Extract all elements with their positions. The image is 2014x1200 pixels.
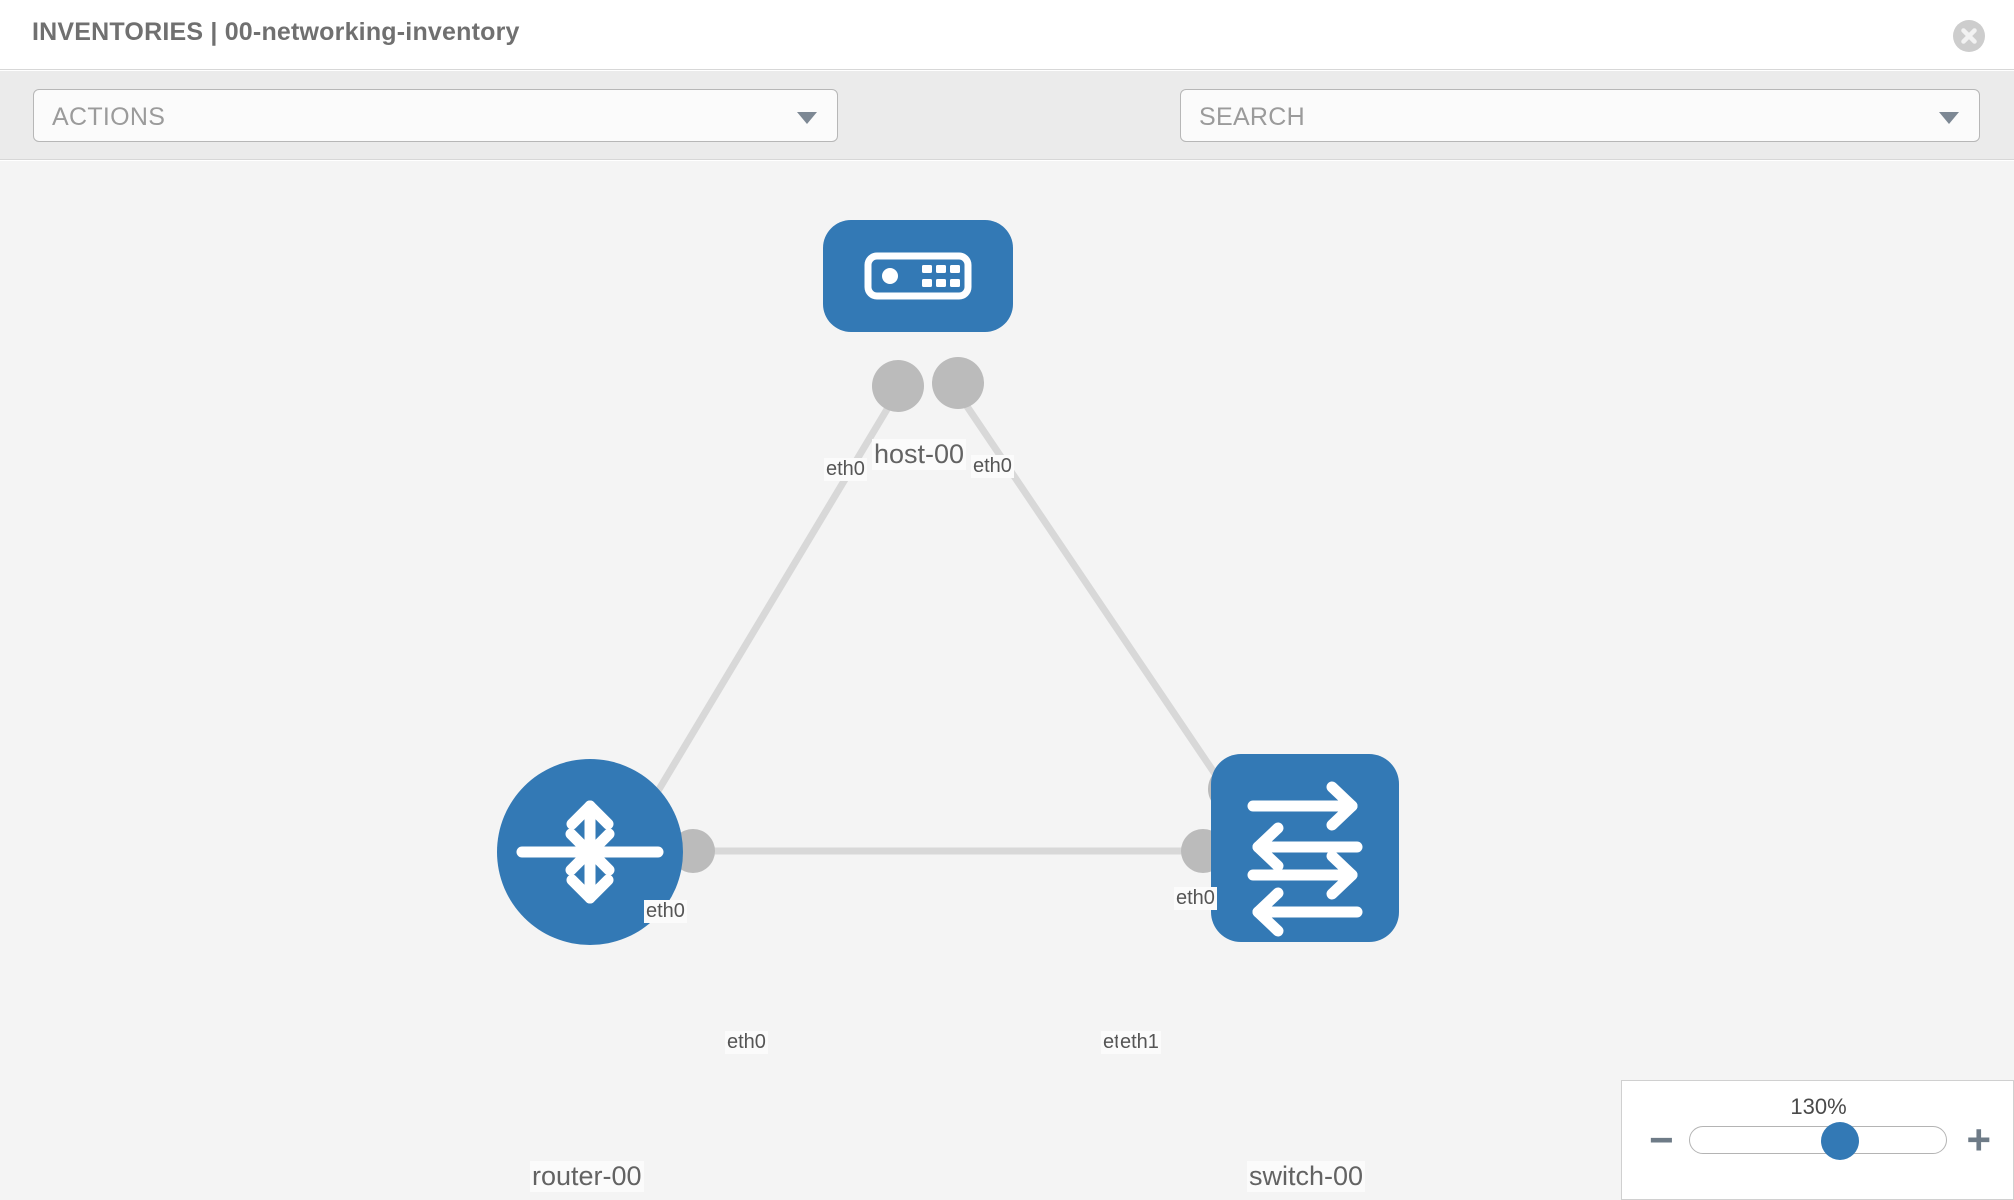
actions-dropdown-label: ACTIONS	[52, 103, 166, 131]
search-placeholder-label: SEARCH	[1199, 103, 1305, 131]
page-header: INVENTORIES | 00-networking-inventory	[0, 0, 2014, 70]
actions-dropdown[interactable]: ACTIONS	[33, 89, 838, 142]
topology-graph	[497, 220, 1399, 945]
edge-label-switch-to-router: eth1	[1118, 1031, 1161, 1054]
edge-label-host-to-router: eth0	[824, 458, 867, 481]
edge-label-switch-to-host: eth0	[1174, 887, 1217, 910]
node-label-router-00: router-00	[530, 1161, 644, 1192]
edge-label-router-to-switch: eth0	[725, 1031, 768, 1054]
topology-connectors	[671, 357, 1256, 873]
connector-host-right	[932, 357, 984, 409]
zoom-slider-thumb[interactable]	[1820, 1122, 1859, 1160]
zoom-level-value: 130%	[1790, 1094, 1847, 1119]
close-icon[interactable]	[1952, 19, 1986, 53]
edge-label-host-to-switch: eth0	[971, 455, 1014, 478]
chevron-down-icon	[1939, 112, 1959, 124]
node-label-switch-00: switch-00	[1247, 1161, 1366, 1192]
node-host-00	[823, 220, 1013, 332]
zoom-control-panel: 130% − +	[1621, 1080, 2014, 1200]
page-title: INVENTORIES | 00-networking-inventory	[32, 18, 520, 46]
node-router-00	[497, 759, 683, 945]
edge-label-router-to-host: eth0	[644, 900, 687, 923]
zoom-out-button[interactable]: −	[1649, 1116, 1674, 1163]
zoom-slider[interactable]	[1689, 1122, 1947, 1160]
chevron-down-icon	[797, 112, 817, 124]
node-switch-00	[1211, 754, 1399, 942]
topology-canvas[interactable]: host-00 router-00 switch-00 eth0 eth0 et…	[0, 161, 2014, 1200]
node-label-host-00: host-00	[872, 439, 967, 470]
toolbar: ACTIONS SEARCH	[0, 71, 2014, 199]
search-input[interactable]: SEARCH	[1180, 89, 1980, 142]
connector-host-left	[872, 360, 924, 412]
zoom-in-button[interactable]: +	[1966, 1116, 1991, 1163]
